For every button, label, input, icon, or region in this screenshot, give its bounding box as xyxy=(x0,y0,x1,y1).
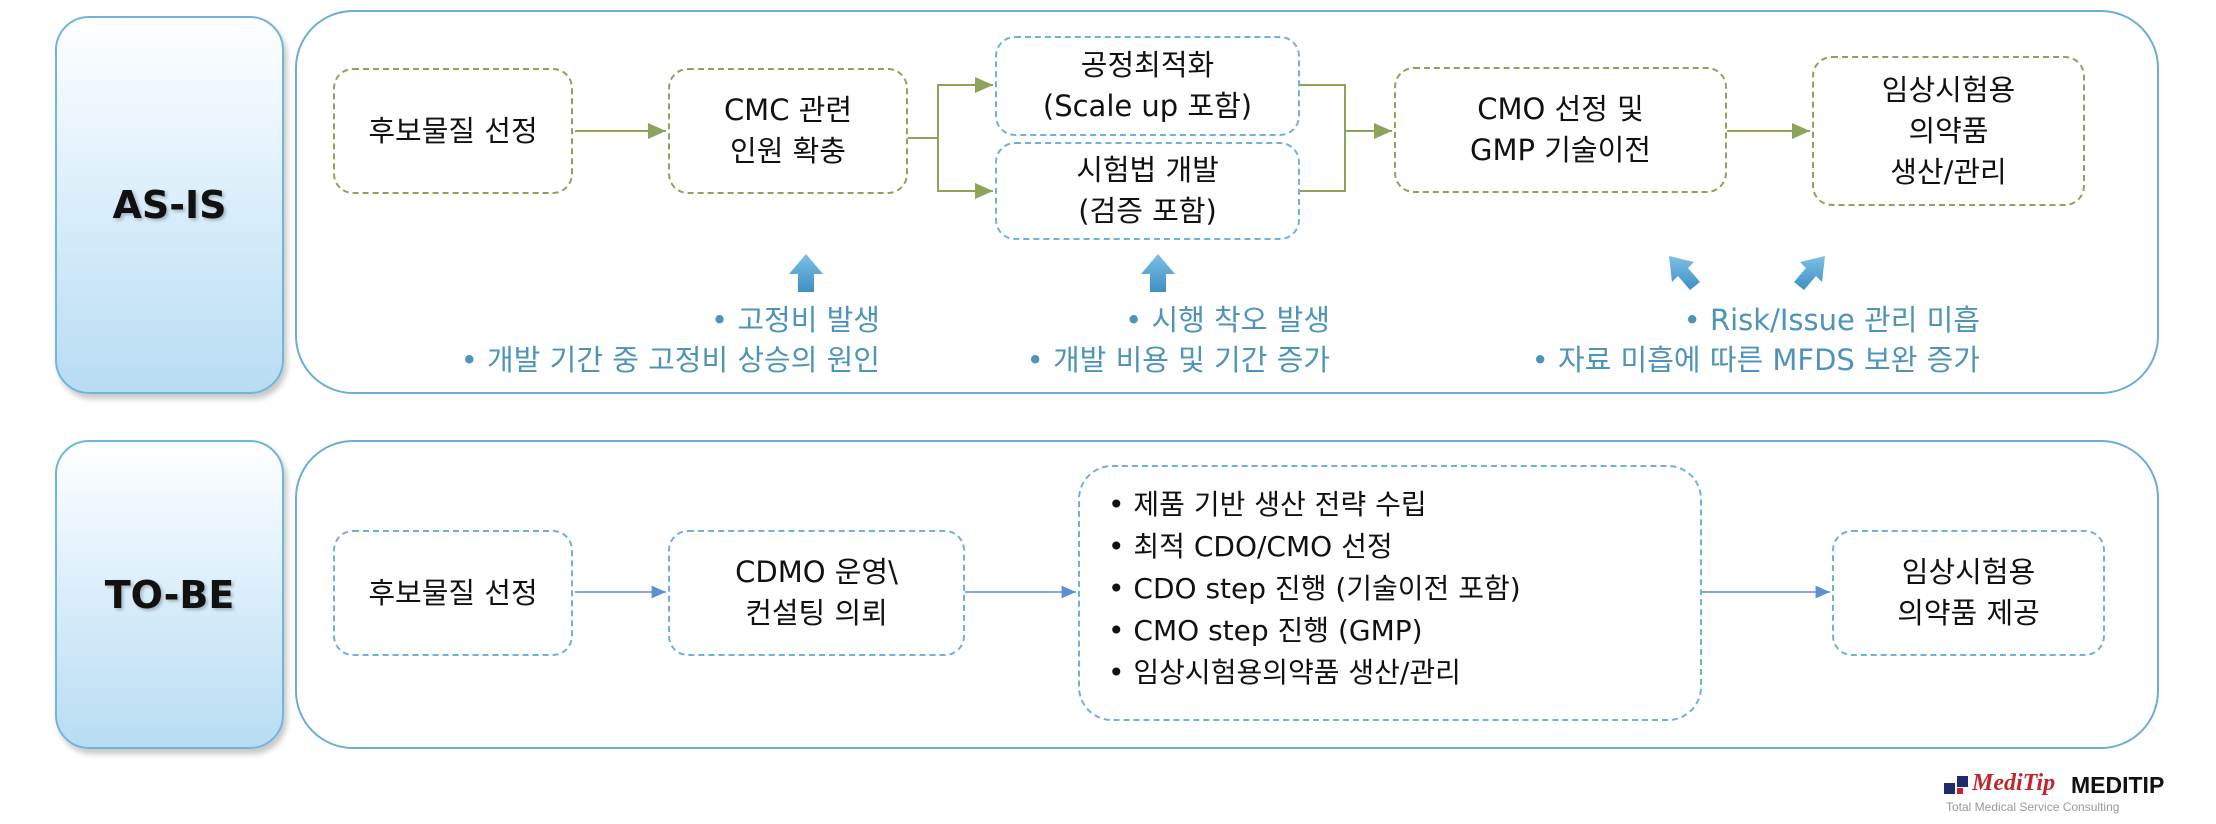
strategy-bullet: • 임상시험용의약품 생산/관리 xyxy=(1108,656,1461,689)
up-arrow-icons xyxy=(789,254,1825,292)
asis-candidate-node: 후보물질 선정 xyxy=(333,68,573,194)
note-trial-error-line: • 시행 착오 발생 xyxy=(1125,303,1330,337)
up-arrow-icon xyxy=(1669,256,1700,290)
tobe-cdmo-node: CDMO 운영\ 컨설팅 의뢰 xyxy=(668,530,965,656)
up-arrow-icon xyxy=(1794,256,1825,290)
logo-mark-icon xyxy=(1944,776,1968,794)
asis-cmc-text: CMC 관련 인원 확충 xyxy=(723,93,853,168)
arrow-merge-to-cmo xyxy=(1300,84,1346,192)
meditip-logo: MediTip MEDITIP Total Medical Service Co… xyxy=(1944,770,2194,820)
note-risk-line: • Risk/Issue 관리 미흡 xyxy=(1683,303,1980,337)
to-be-panel xyxy=(295,440,2159,749)
asis-process-opt-text: 공정최적화 (Scale up 포함) xyxy=(1042,48,1253,123)
note-risk-line: • 자료 미흡에 따른 MFDS 보완 증가 xyxy=(1531,343,1980,377)
logo-name: MEDITIP xyxy=(2071,772,2165,798)
as-is-label: AS-IS xyxy=(55,16,284,394)
as-is-panel xyxy=(295,10,2159,394)
note-fixed-cost-line: • 고정비 발생 xyxy=(711,303,880,337)
as-is-label-text: AS-IS xyxy=(112,183,227,227)
to-be-label: TO-BE xyxy=(55,440,284,749)
asis-clinical-node: 임상시험용 의약품 생산/관리 xyxy=(1812,56,2085,206)
logo-brand: MediTip xyxy=(1972,770,2056,796)
logo-tagline: Total Medical Service Consulting xyxy=(1946,800,2120,814)
tobe-candidate-node: 후보물질 선정 xyxy=(333,530,573,656)
strategy-bullet: • 제품 기반 생산 전략 수립 xyxy=(1108,488,1427,521)
asis-clinical-text: 임상시험용 의약품 생산/관리 xyxy=(1881,72,2016,189)
up-arrow-icon xyxy=(789,254,823,292)
strategy-bullet: • CDO step 진행 (기술이전 포함) xyxy=(1108,572,1521,605)
arrow-cmc-split xyxy=(908,77,993,139)
asis-test-method-node: 시험법 개발 (검증 포함) xyxy=(995,142,1300,240)
note-trial-error-line: • 개발 비용 및 기간 증가 xyxy=(1026,343,1330,377)
tobe-cdmo-text: CDMO 운영\ 컨설팅 의뢰 xyxy=(735,555,898,630)
note-fixed-cost: • 고정비 발생 • 개발 기간 중 고정비 상승의 원인 xyxy=(440,300,880,380)
tobe-clinical-node: 임상시험용 의약품 제공 xyxy=(1832,530,2105,656)
tobe-clinical-text: 임상시험용 의약품 제공 xyxy=(1897,555,2040,630)
note-risk: • Risk/Issue 관리 미흡 • 자료 미흡에 따른 MFDS 보완 증… xyxy=(1490,300,1980,380)
note-fixed-cost-line: • 개발 기간 중 고정비 상승의 원인 xyxy=(460,343,880,377)
asis-cmo-node: CMO 선정 및 GMP 기술이전 xyxy=(1394,67,1727,193)
as-is-flow-lines xyxy=(575,77,1810,199)
tobe-candidate-text: 후보물질 선정 xyxy=(368,575,538,610)
asis-candidate-text: 후보물질 선정 xyxy=(368,113,538,148)
asis-cmo-text: CMO 선정 및 GMP 기술이전 xyxy=(1470,92,1651,167)
to-be-label-text: TO-BE xyxy=(104,572,235,617)
up-arrow-icon xyxy=(1141,254,1175,292)
tobe-strategy-bullets: • 제품 기반 생산 전략 수립 • 최적 CDO/CMO 선정 • CDO s… xyxy=(1108,484,1521,694)
note-trial-error: • 시행 착오 발생 • 개발 비용 및 기간 증가 xyxy=(990,300,1330,380)
asis-test-method-text: 시험법 개발 (검증 포함) xyxy=(1076,153,1219,228)
asis-cmc-node: CMC 관련 인원 확충 xyxy=(668,68,908,194)
tobe-strategy-node xyxy=(1078,465,1702,721)
asis-process-opt-node: 공정최적화 (Scale up 포함) xyxy=(995,36,1300,136)
strategy-bullet: • CMO step 진행 (GMP) xyxy=(1108,614,1423,647)
strategy-bullet: • 최적 CDO/CMO 선정 xyxy=(1108,530,1393,563)
